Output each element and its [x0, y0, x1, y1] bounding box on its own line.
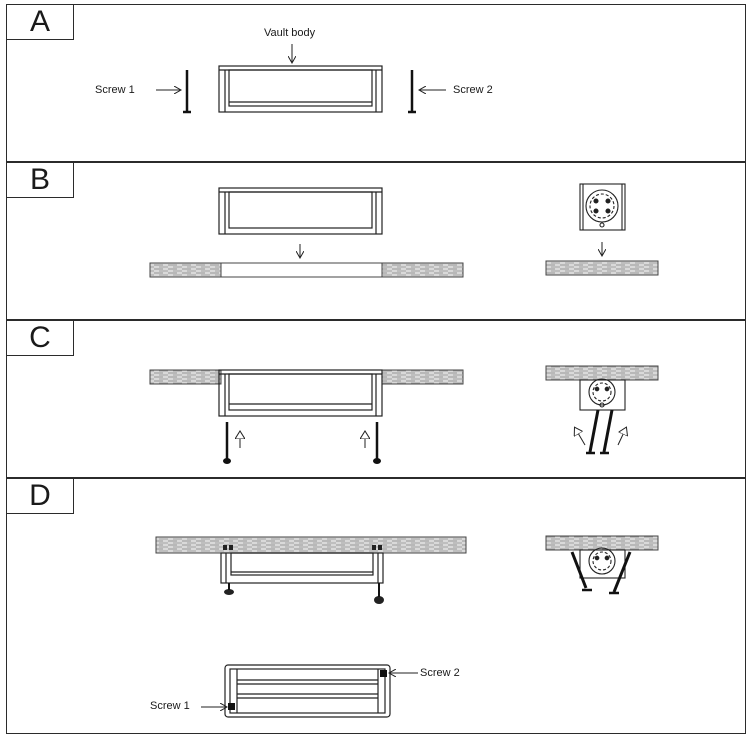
screws-side-c — [586, 409, 614, 455]
vault-body-label: Vault body — [264, 27, 316, 39]
screw-2-a — [408, 70, 416, 114]
screw-2-top — [380, 670, 387, 677]
screw-1-a — [183, 70, 191, 114]
vault-body-a — [218, 65, 383, 113]
vault-body-b — [218, 187, 383, 235]
table-side-b — [545, 260, 659, 276]
screw-1-c — [223, 422, 231, 464]
step-label-d: D — [7, 479, 74, 514]
diag-arrow-c-2 — [617, 428, 626, 446]
side-view-c — [579, 378, 626, 411]
step-label-c: C — [7, 321, 74, 356]
step-label-b: B — [7, 163, 74, 198]
vault-body-c — [218, 369, 383, 417]
panel-d: D — [6, 478, 746, 734]
vault-body-d — [220, 552, 384, 584]
top-view-d — [224, 664, 391, 718]
side-view-d — [579, 547, 626, 579]
screw2-label: Screw 2 — [453, 84, 493, 96]
diag-arrow-c-1 — [575, 428, 586, 446]
screw-heads-d — [223, 545, 384, 604]
screw-2-c — [373, 422, 381, 464]
table-top-c — [149, 369, 464, 385]
table-top-d — [155, 536, 467, 554]
screw1-bottom-label: Screw 1 — [150, 700, 190, 712]
screw1-label: Screw 1 — [95, 84, 135, 96]
side-view-b — [579, 183, 626, 231]
screw2-bottom-label: Screw 2 — [420, 667, 460, 679]
table-top-b — [149, 262, 464, 278]
screw-1-top — [228, 703, 235, 710]
step-label-a: A — [7, 5, 74, 40]
screws-side-d — [570, 551, 632, 595]
table-side-c — [545, 365, 659, 381]
